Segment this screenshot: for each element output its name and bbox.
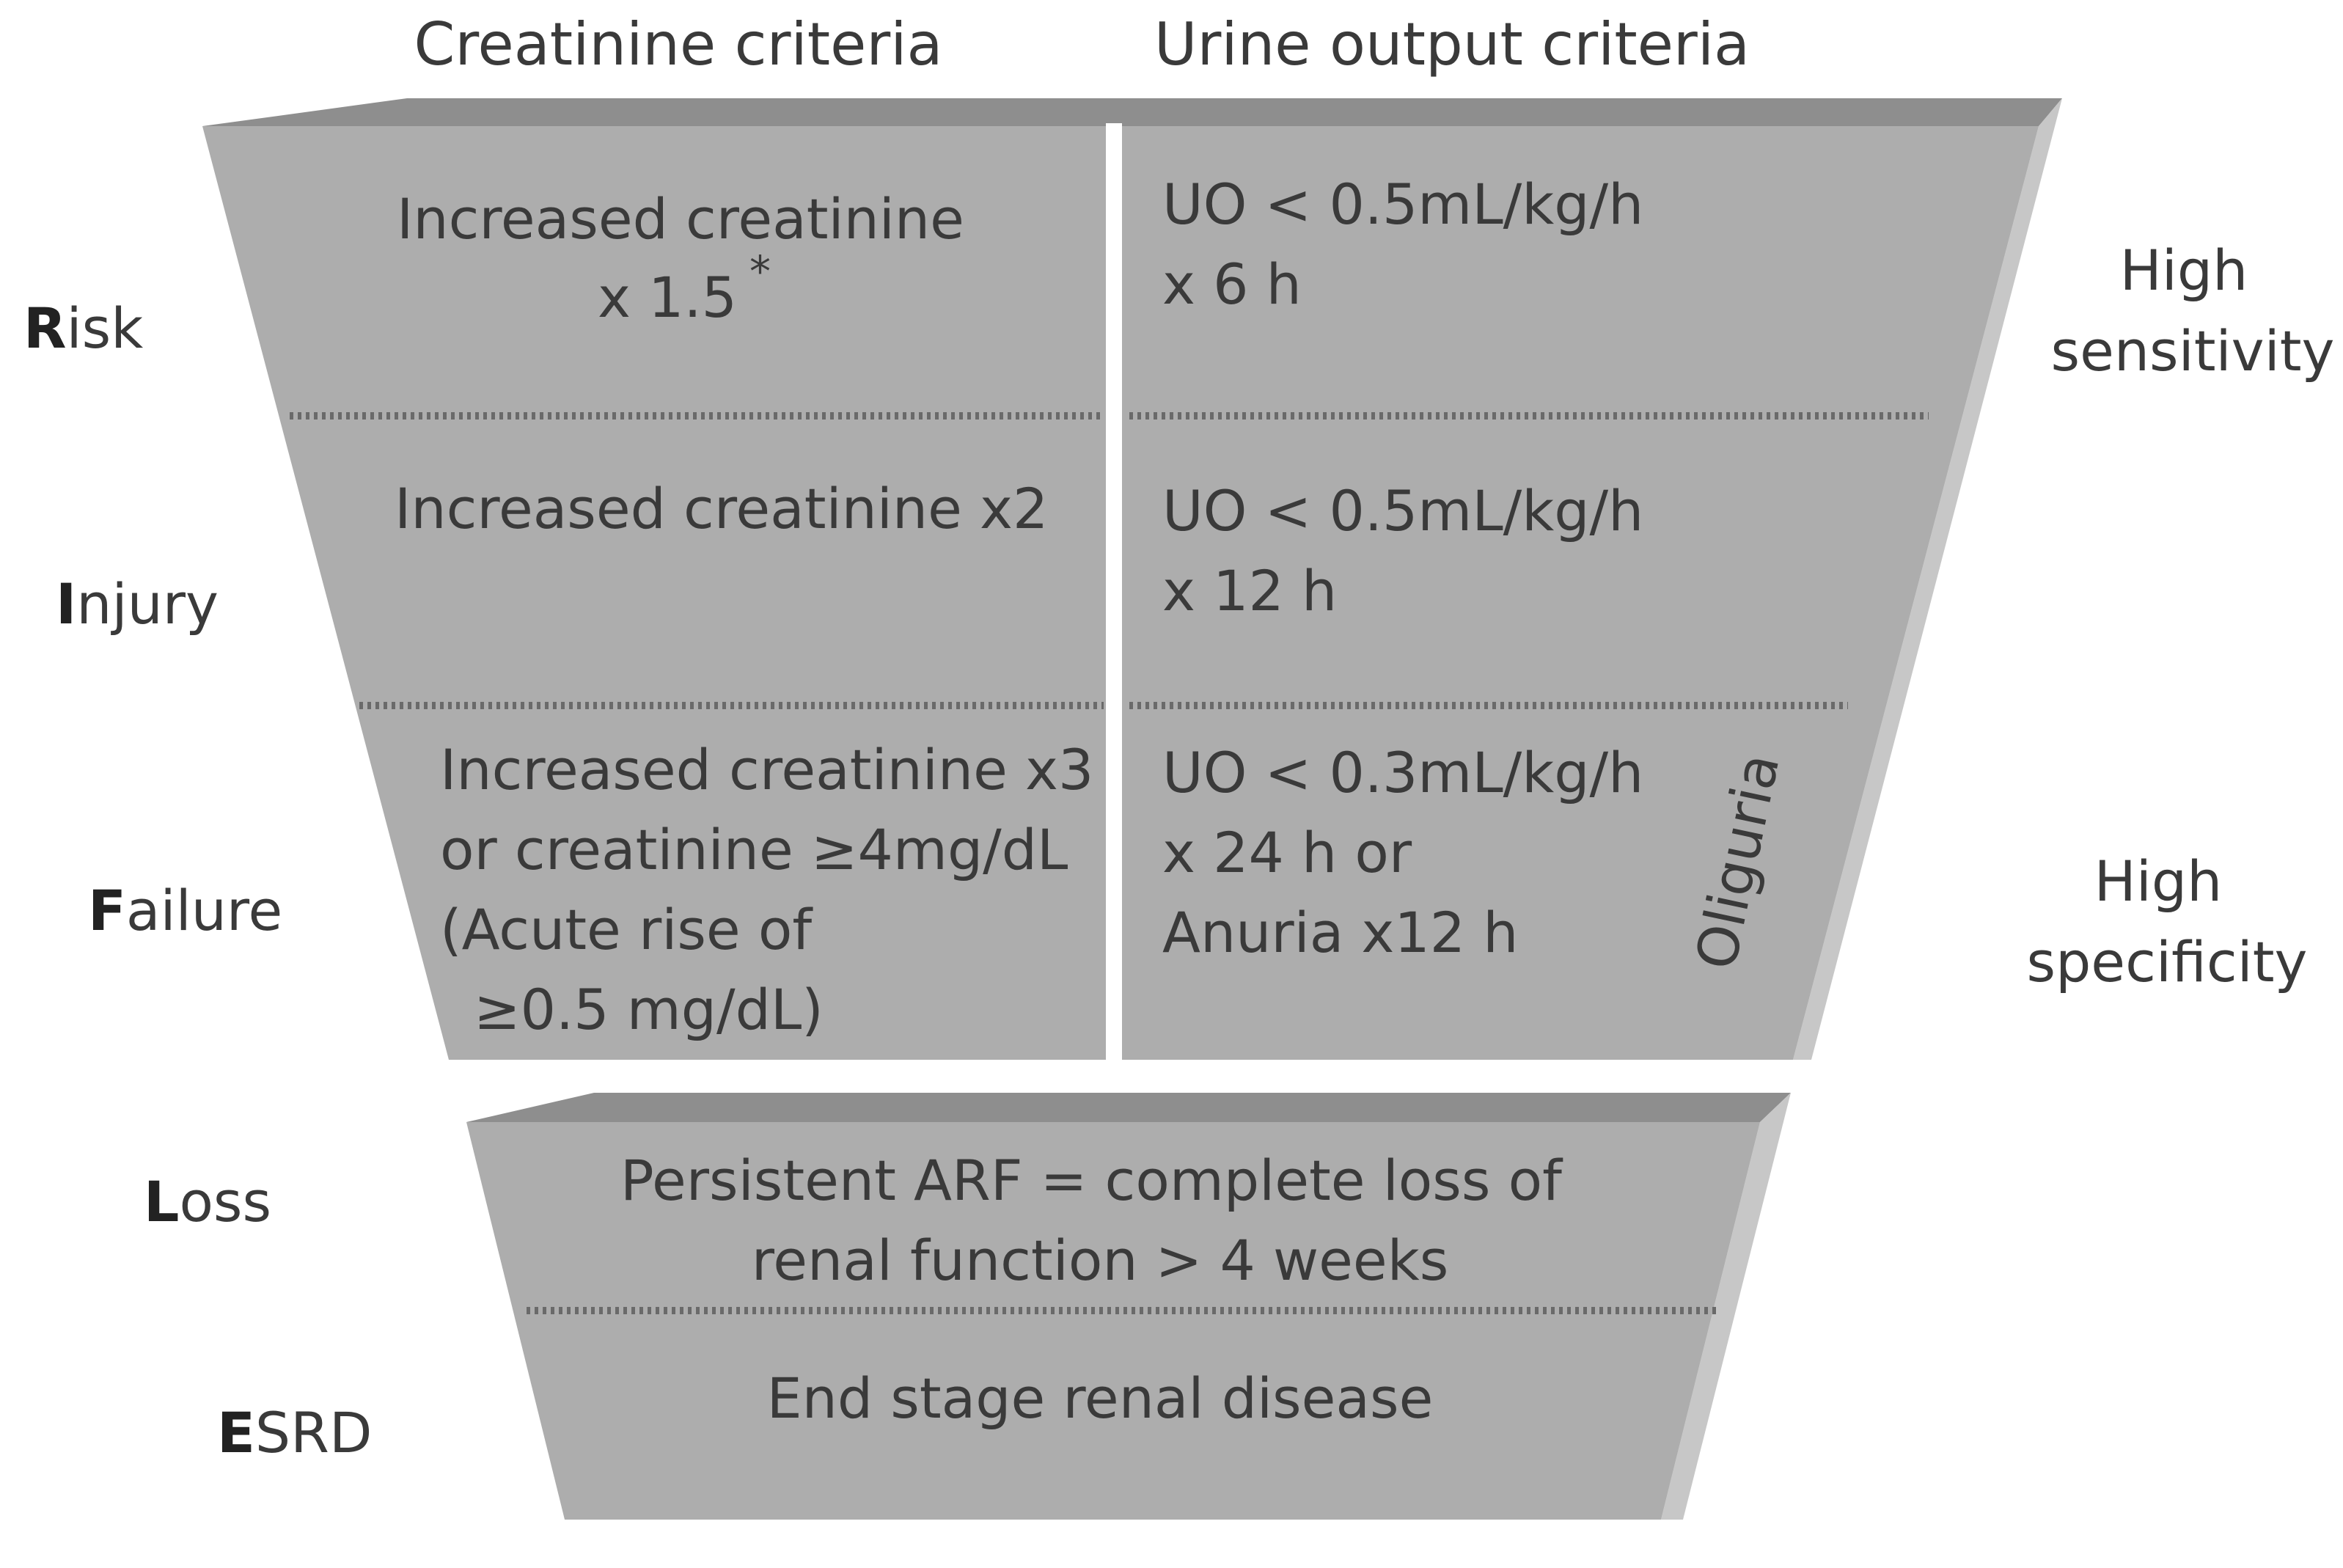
creatinine-risk-text: Increased creatinine x 1.5 <box>397 186 982 330</box>
esrd-text: End stage renal disease <box>767 1366 1434 1431</box>
lower-funnel-side-edge <box>1661 1093 1791 1520</box>
high-specificity-label: High specificity <box>2026 849 2307 994</box>
stage-injury-label: Injury <box>56 571 219 637</box>
stage-loss-label: Loss <box>144 1169 271 1234</box>
stage-esrd-label: ESRD <box>217 1400 373 1465</box>
loss-text: Persistent ARF = complete loss of renal … <box>620 1148 1580 1293</box>
column-divider <box>1106 123 1122 1062</box>
urine-risk-text: UO < 0.5mL/kg/h x 6 h <box>1162 172 1662 317</box>
stage-failure-label: Failure <box>88 878 282 943</box>
high-sensitivity-label: High sensitivity <box>2050 238 2334 384</box>
creatinine-criteria-header: Creatinine criteria <box>414 10 943 78</box>
creatinine-risk-asterisk: * <box>749 246 771 296</box>
creatinine-failure-text: Increased creatinine x3 or creatinine ≥4… <box>440 737 1112 1042</box>
lower-funnel-top-edge <box>466 1093 1791 1122</box>
lower-funnel <box>466 1122 1760 1520</box>
upper-funnel-side-edge <box>1793 98 2062 1060</box>
urine-injury-text: UO < 0.5mL/kg/h x 12 h <box>1162 478 1662 623</box>
upper-funnel-top-edge <box>202 98 2062 126</box>
stage-risk-label: Risk <box>23 296 143 361</box>
urine-failure-text: UO < 0.3mL/kg/h x 24 h or Anuria x12 h <box>1162 740 1662 965</box>
creatinine-injury-text: Increased creatinine x2 <box>395 476 1048 541</box>
urine-output-criteria-header: Urine output criteria <box>1154 10 1750 78</box>
